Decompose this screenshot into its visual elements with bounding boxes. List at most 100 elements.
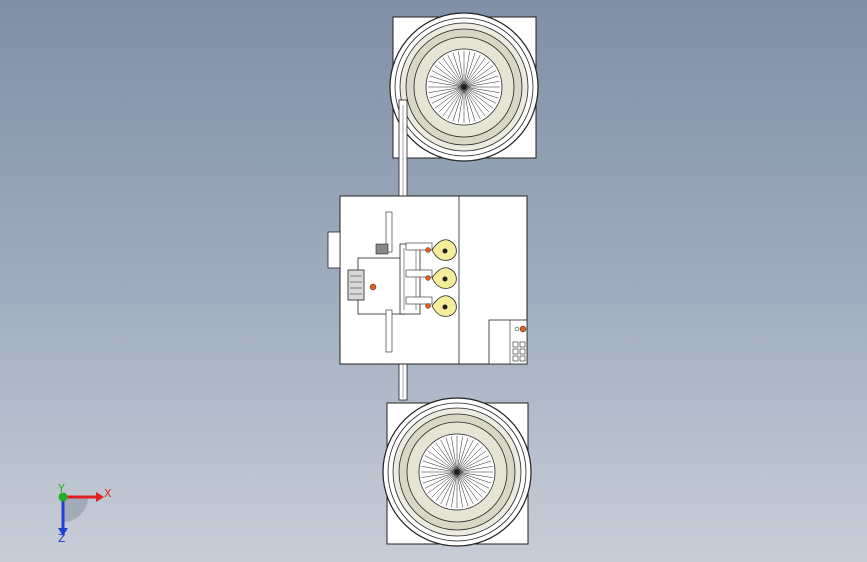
bowl-spoke	[431, 86, 465, 104]
clamp-2	[405, 269, 433, 278]
bowl-feeder-top-ring-1	[394, 17, 534, 157]
bowl-spoke	[429, 86, 465, 99]
bowl-spoke	[434, 65, 465, 88]
bowl-spoke	[438, 86, 465, 113]
bowl-spoke	[463, 61, 490, 88]
bowl-spoke	[463, 52, 476, 88]
bowl-spoke	[456, 436, 463, 473]
control-button-1[interactable]	[512, 341, 519, 348]
control-button-6[interactable]	[519, 355, 526, 362]
bowl-spoke	[456, 471, 463, 508]
bowl-spoke	[428, 86, 465, 93]
bowl-spoke	[463, 86, 499, 99]
bowl-spoke	[463, 86, 497, 104]
bowl-spoke	[422, 460, 458, 473]
bowl-spoke	[456, 446, 483, 473]
clamp-3	[405, 296, 433, 305]
bowl-feeder-bottom-ring-1	[387, 402, 527, 542]
bowl-spoke	[456, 471, 479, 502]
bowl-spoke	[463, 86, 476, 122]
bowl-spoke	[463, 75, 499, 88]
bowl-spoke	[447, 86, 465, 120]
bowl-spoke	[456, 471, 493, 478]
bowl-spoke	[456, 466, 493, 473]
bowl-spoke	[456, 455, 490, 473]
bowl-spoke	[431, 70, 465, 88]
sensor-icon	[369, 283, 377, 291]
slide-rail-bottom	[385, 309, 393, 353]
bowl-feeder-top-spokes	[428, 51, 500, 123]
bowl-spoke	[440, 471, 458, 505]
clamp-1	[405, 242, 433, 251]
bowl-spoke	[463, 86, 500, 93]
bowl-spoke	[442, 57, 465, 88]
bowl-feeder-bottom-spokes	[421, 436, 493, 508]
control-button-5[interactable]	[512, 355, 519, 362]
machine-body[interactable]	[327, 195, 528, 365]
control-button-2[interactable]	[519, 341, 526, 348]
control-panel[interactable]	[488, 319, 528, 365]
fitting-3-icon	[425, 303, 431, 309]
coordinate-triad: X Y Z	[57, 482, 112, 545]
bowl-spoke	[463, 81, 500, 88]
bowl-feeder-top[interactable]	[389, 12, 539, 162]
bowl-spoke	[428, 81, 465, 88]
bowl-spoke	[456, 471, 469, 507]
mechanism-plate	[357, 257, 405, 315]
control-button-4[interactable]	[519, 348, 526, 355]
bowl-spoke	[442, 86, 465, 117]
bowl-spoke	[463, 86, 470, 123]
side-motor-box	[327, 231, 341, 269]
x-axis-arrowhead	[96, 492, 104, 502]
slide-rail-top	[385, 211, 393, 253]
bowl-spoke	[424, 455, 458, 473]
bowl-spoke	[463, 57, 486, 88]
bowl-spoke	[463, 86, 486, 117]
bowl-spoke	[427, 471, 458, 494]
control-button-3[interactable]	[512, 348, 519, 355]
bowl-spoke	[421, 466, 458, 473]
bowl-spoke	[434, 86, 465, 109]
bowl-spoke	[451, 471, 458, 508]
bowl-spoke	[435, 442, 458, 473]
bowl-spoke	[452, 52, 465, 88]
bowl-spoke	[463, 70, 497, 88]
bowl-spoke	[456, 437, 469, 473]
y-axis-label: Y	[57, 482, 65, 495]
bowl-spoke	[463, 86, 481, 120]
bowl-spoke	[452, 86, 465, 122]
bowl-spoke	[451, 436, 458, 473]
bowl-spoke	[445, 437, 458, 473]
bowl-feeder-bottom[interactable]	[382, 397, 532, 547]
cylinder-block	[347, 269, 365, 301]
fitting-2-icon	[425, 275, 431, 281]
assembly-mechanism[interactable]	[347, 211, 433, 353]
bowl-spoke	[456, 471, 474, 505]
work-lamp-1[interactable]	[431, 239, 457, 261]
bowl-spoke	[463, 86, 494, 109]
bowl-spoke	[456, 460, 492, 473]
bowl-spoke	[456, 439, 474, 473]
z-axis-arrowhead	[58, 528, 68, 536]
bowl-feeder-top-hub	[461, 84, 467, 90]
bowl-spoke	[435, 471, 458, 502]
bowl-spoke	[456, 471, 487, 494]
work-lamp-3[interactable]	[431, 295, 457, 317]
bowl-spoke	[431, 446, 458, 473]
bowl-spoke	[456, 442, 479, 473]
fitting-1-icon	[425, 247, 431, 253]
work-lamp-3-bulb-icon	[442, 304, 448, 310]
emergency-stop-icon[interactable]	[519, 325, 527, 333]
bowl-spoke	[463, 86, 490, 113]
triad-shadow	[63, 497, 88, 522]
x-axis-label: X	[104, 487, 112, 500]
work-lamp-2[interactable]	[431, 267, 457, 289]
bowl-spoke	[458, 86, 465, 123]
bowl-spoke	[424, 471, 458, 489]
bowl-spoke	[429, 75, 465, 88]
bowl-feeder-bottom-hub	[454, 469, 460, 475]
bowl-spoke	[458, 51, 465, 88]
bowl-spoke	[422, 471, 458, 484]
